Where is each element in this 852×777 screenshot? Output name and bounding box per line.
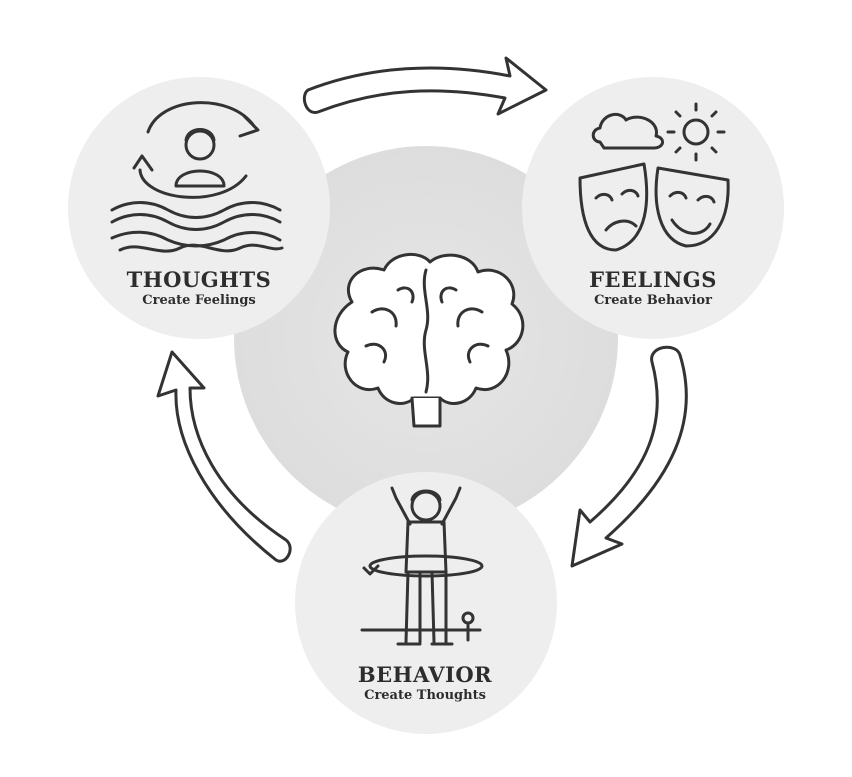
feelings-subtitle: Create Behavior xyxy=(594,293,712,308)
behavior-title: BEHAVIOR xyxy=(357,662,493,687)
person-hula-hoop-icon xyxy=(360,486,484,646)
behavior-subtitle: Create Thoughts xyxy=(364,688,486,703)
theater-masks-weather-icon xyxy=(578,102,730,252)
thoughts-subtitle: Create Feelings xyxy=(142,293,256,308)
thoughts-label: THOUGHTS Create Feelings xyxy=(99,268,299,310)
thoughts-circle xyxy=(68,77,330,339)
behavior-circle xyxy=(295,472,557,734)
behavior-label: BEHAVIOR Create Thoughts xyxy=(325,663,525,705)
feelings-circle xyxy=(522,77,784,339)
feelings-title: FEELINGS xyxy=(589,267,717,292)
person-cycle-waves-icon xyxy=(110,101,284,253)
arrow-thoughts-to-feelings xyxy=(302,56,548,116)
arrow-behavior-to-thoughts xyxy=(156,350,292,563)
arrow-feelings-to-behavior xyxy=(570,345,688,568)
feelings-label: FEELINGS Create Behavior xyxy=(553,268,753,310)
brain-icon xyxy=(333,253,525,428)
thoughts-title: THOUGHTS xyxy=(126,267,272,292)
